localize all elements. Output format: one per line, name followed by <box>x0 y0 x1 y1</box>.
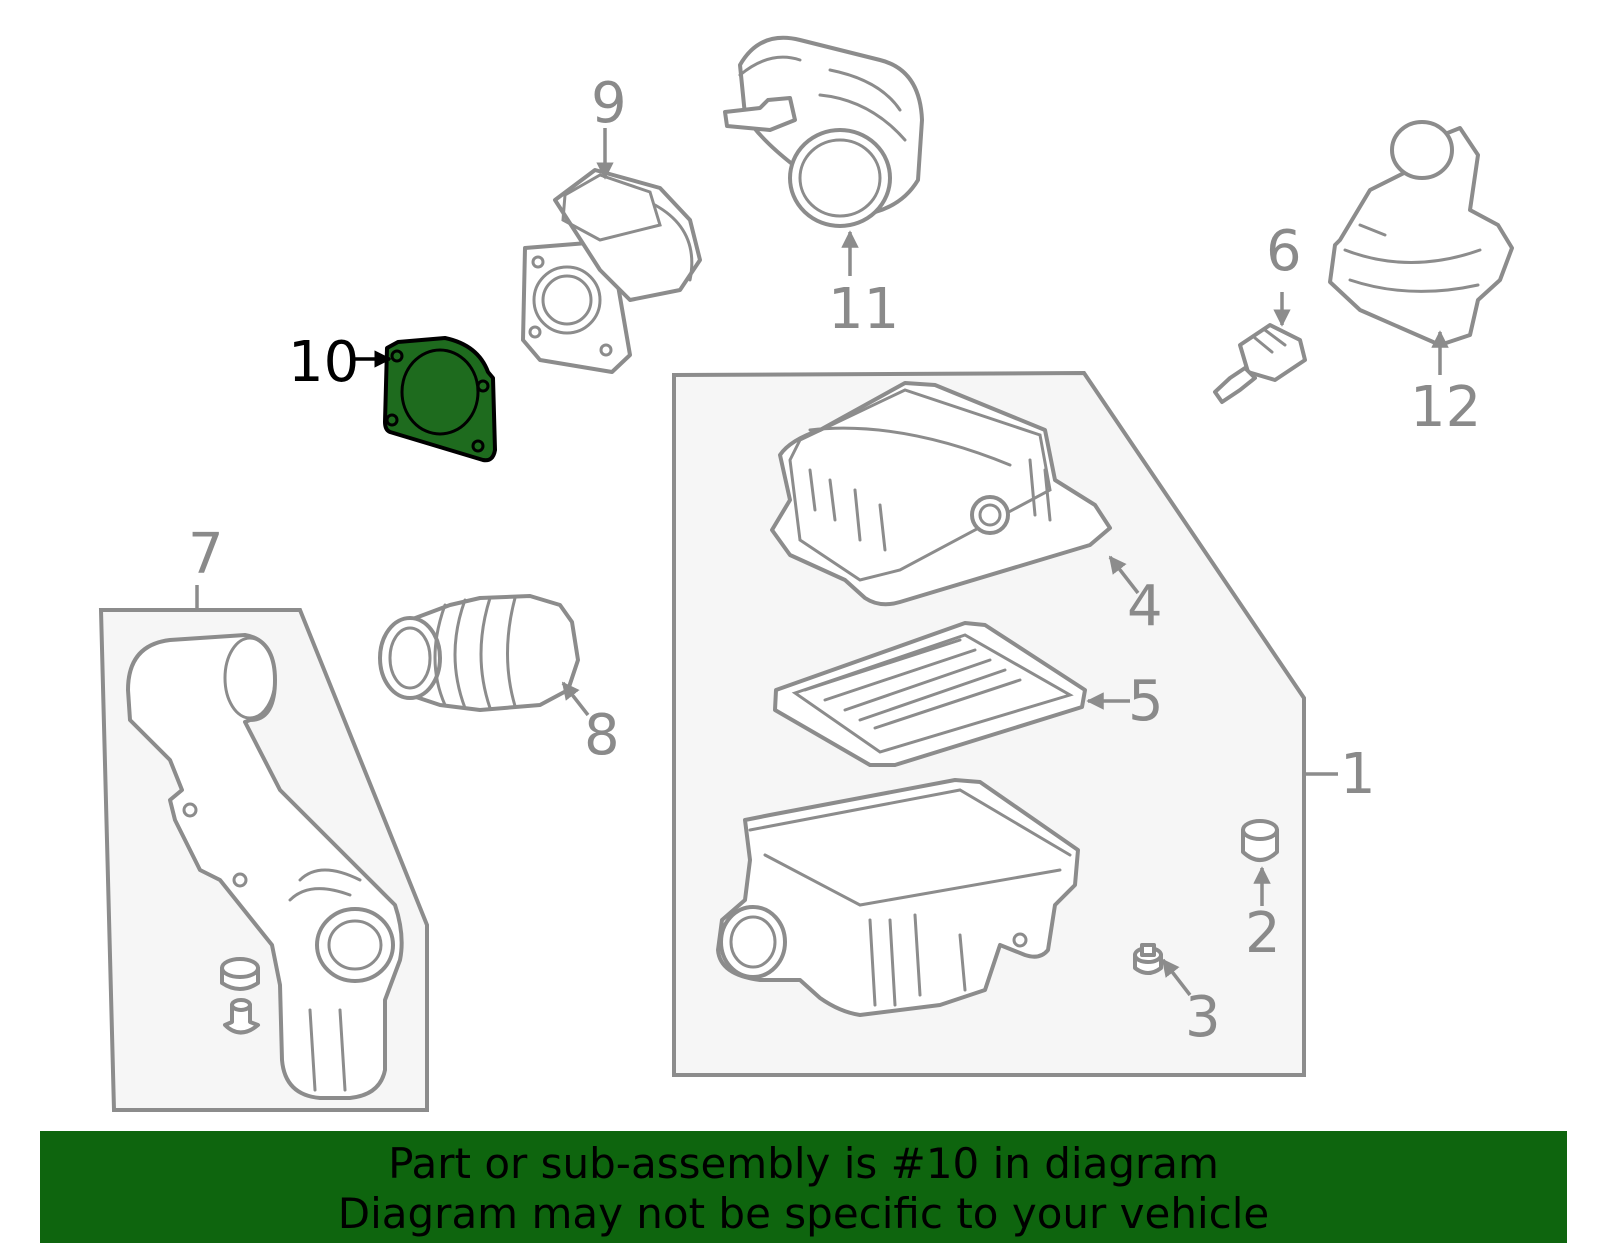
banner-line-2: Diagram may not be specific to your vehi… <box>337 1189 1270 1238</box>
part-1-air-cleaner-case[interactable] <box>716 778 1080 1017</box>
part-7-grommet <box>220 957 260 991</box>
part-7-bolt <box>223 998 260 1035</box>
callout-5: 5 <box>1128 669 1164 734</box>
banner-line-1: Part or sub-assembly is #10 in diagram <box>388 1139 1219 1188</box>
part-7-intake-duct[interactable] <box>126 633 404 1100</box>
callout-1: 1 <box>1340 742 1376 807</box>
part-11-intake-boot[interactable] <box>723 35 924 228</box>
part-4-air-cleaner-cap[interactable] <box>770 381 1112 607</box>
callout-9: 9 <box>591 71 627 136</box>
part-3-bolt[interactable] <box>1133 943 1163 975</box>
leader-arrow-4 <box>1108 555 1140 595</box>
callout-3: 3 <box>1185 985 1221 1050</box>
part-8-intake-hose[interactable] <box>378 594 580 712</box>
part-9-air-flow-meter[interactable] <box>521 168 702 374</box>
callout-6: 6 <box>1266 219 1302 284</box>
info-banner: Part or sub-assembly is #10 in diagram D… <box>40 1131 1567 1243</box>
callout-7: 7 <box>188 522 224 587</box>
part-5-filter-element[interactable] <box>773 621 1087 767</box>
part-12-resonator[interactable] <box>1328 120 1514 347</box>
part-6-intake-air-temp-sensor[interactable] <box>1213 323 1307 404</box>
callout-12: 12 <box>1410 375 1481 440</box>
leader-arrow-8 <box>561 681 590 717</box>
callout-10: 10 <box>288 330 359 395</box>
part-10-gasket[interactable] <box>383 336 497 463</box>
part-2-grommet[interactable] <box>1241 819 1279 862</box>
callout-2: 2 <box>1245 901 1281 966</box>
callout-4: 4 <box>1127 574 1163 639</box>
callout-11: 11 <box>828 277 899 342</box>
callout-8: 8 <box>584 703 620 768</box>
leader-arrow-3 <box>1161 958 1192 997</box>
